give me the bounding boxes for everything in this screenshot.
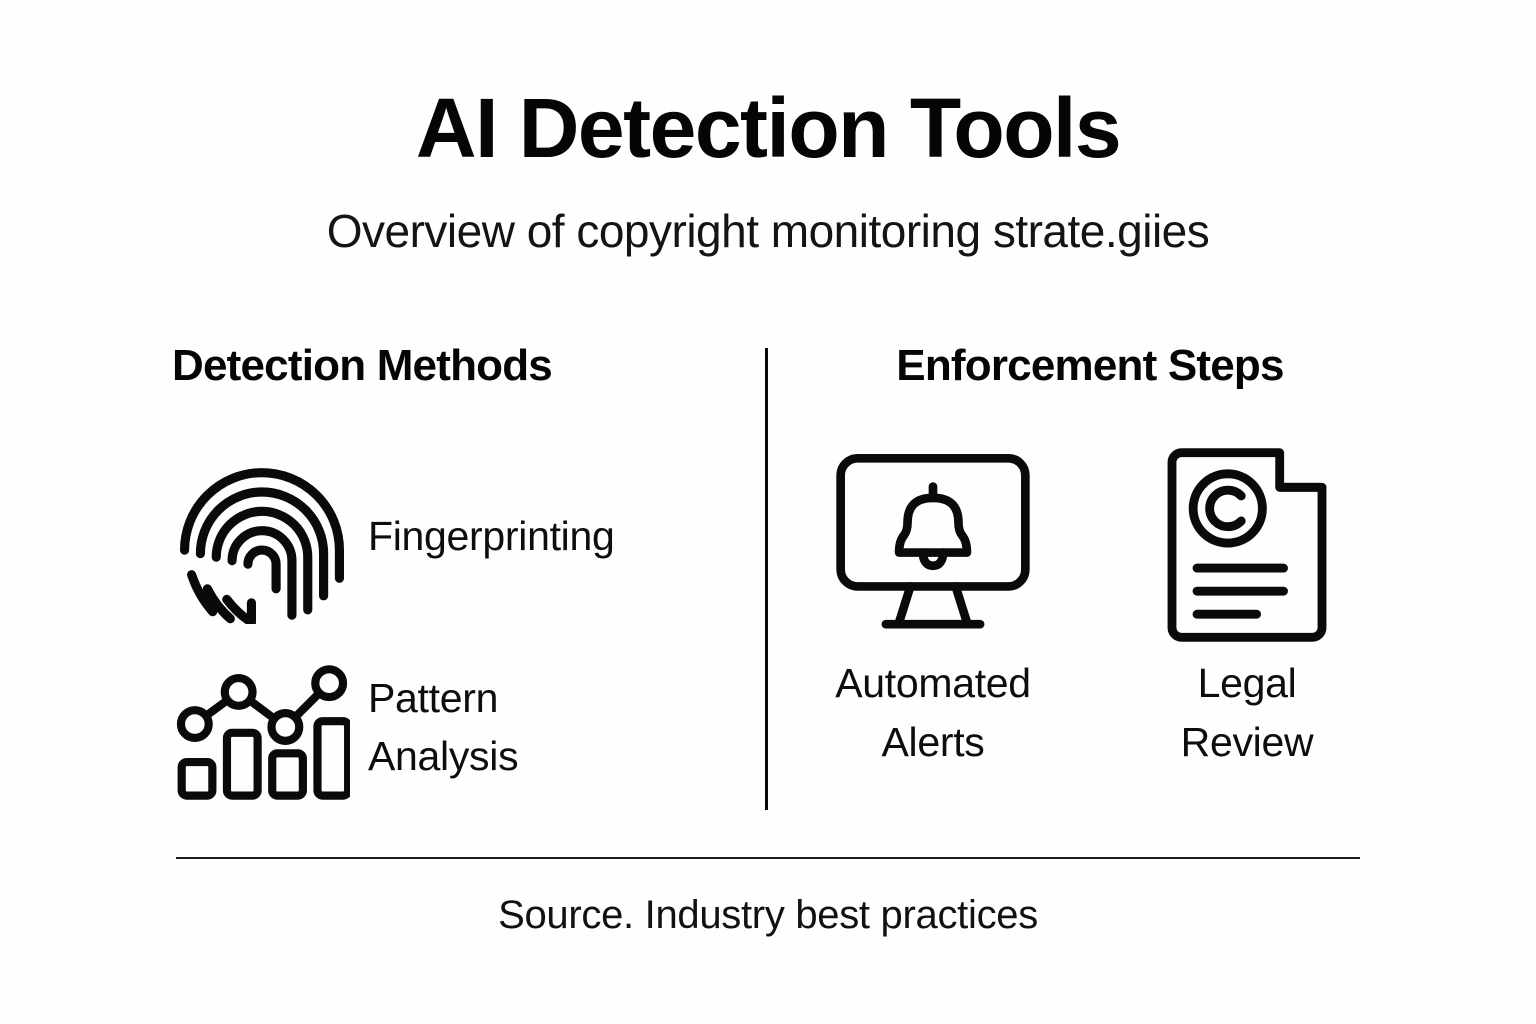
fingerprint-icon	[172, 448, 352, 624]
method-label-fingerprinting: Fingerprinting	[368, 512, 615, 559]
list-item-legal-review: Legal Review	[1142, 440, 1352, 773]
enforcement-steps-column: Enforcement Steps	[800, 341, 1380, 765]
columns-section: Detection Methods Fi	[0, 344, 1536, 814]
page-title: AI Detection Tools	[415, 81, 1122, 175]
list-item-pattern-analysis: Pattern Analysis	[172, 654, 519, 800]
header: AI Detection Tools Overview of copyright…	[0, 86, 1536, 254]
detection-methods-column: Detection Methods Fi	[172, 341, 732, 800]
column-divider	[765, 348, 768, 810]
method-label-pattern-analysis: Pattern Analysis	[368, 674, 519, 779]
enforcement-label-legal-review: Legal Review	[1180, 660, 1314, 766]
enforcement-steps-heading: Enforcement Steps	[896, 341, 1284, 390]
source-note: Source. Industry best practices	[498, 893, 1038, 937]
copyright-document-icon	[1164, 440, 1330, 650]
list-item-fingerprinting: Fingerprinting	[172, 448, 615, 624]
footer-divider	[176, 857, 1360, 859]
page-subtitle: Overview of copyright monitoring strate.…	[326, 205, 1210, 257]
enforcement-items: Automated Alerts	[800, 440, 1380, 773]
pattern-analysis-icon	[172, 654, 352, 800]
detection-methods-heading: Detection Methods	[172, 341, 553, 390]
monitor-bell-icon	[835, 440, 1031, 650]
enforcement-label-automated-alerts: Automated Alerts	[835, 660, 1031, 766]
list-item-automated-alerts: Automated Alerts	[828, 440, 1038, 773]
